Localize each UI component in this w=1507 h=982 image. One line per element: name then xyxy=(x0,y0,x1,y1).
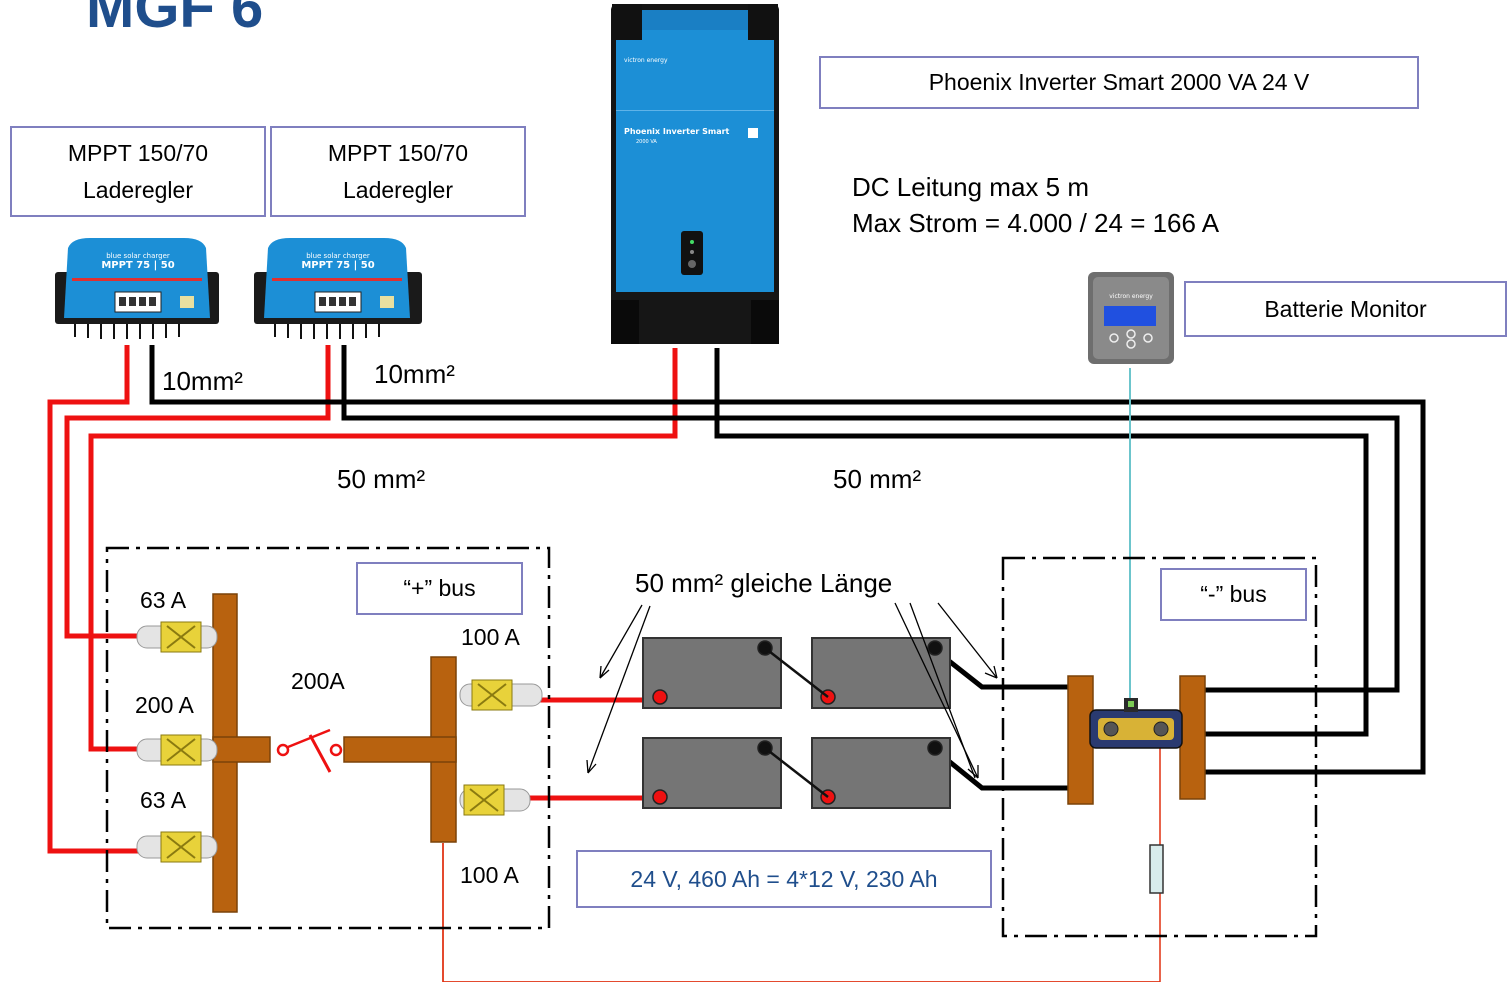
negative-wires xyxy=(149,345,1426,791)
mppt1-label-line1: MPPT 150/70 xyxy=(67,139,209,166)
fuse-label-63a-bottom: 63 A xyxy=(140,787,187,813)
fuses xyxy=(136,621,543,863)
minus-busbars xyxy=(1067,675,1206,805)
shunt xyxy=(1089,698,1183,749)
mppt2-brand-text: blue solar charger xyxy=(306,252,370,260)
series-link-bottom xyxy=(764,747,829,798)
wire-label-10mm-2: 10mm² xyxy=(374,359,455,389)
minus-busbar-left xyxy=(1067,675,1094,805)
wire-inverter-negative xyxy=(714,348,1369,737)
plus-bus-label-box: “+” bus xyxy=(356,562,523,615)
page-title: MGF 6 xyxy=(86,0,264,40)
battery-4 xyxy=(811,737,951,809)
wire-inverter-positive xyxy=(88,348,678,752)
inverter-rating-text: 2000 VA xyxy=(636,139,657,145)
wire-mppt1-negative xyxy=(149,345,1426,775)
batteries xyxy=(642,637,951,809)
series-link-top xyxy=(764,647,829,698)
mppt-controller-1: blue solar charger MPPT 75 | 50 xyxy=(48,232,226,344)
positive-wires xyxy=(47,345,678,854)
max-current-note: Max Strom = 4.000 / 24 = 166 A xyxy=(852,208,1220,238)
wire-label-50mm-right: 50 mm² xyxy=(833,464,922,494)
fuse-label-63a-top: 63 A xyxy=(140,587,187,613)
inverter-brand-text: victron energy xyxy=(624,57,668,64)
inverter-label-box: Phoenix Inverter Smart 2000 VA 24 V xyxy=(819,56,1419,109)
mppt1-label-box: MPPT 150/70 Laderegler xyxy=(10,126,266,217)
busbar-right-horizontal xyxy=(343,736,457,763)
mppt2-label-line1: MPPT 150/70 xyxy=(327,139,469,166)
phoenix-inverter: victron energy Phoenix Inverter Smart 20… xyxy=(611,4,779,344)
battery-monitor-device: victron energy xyxy=(1088,272,1174,364)
dc-line-note: DC Leitung max 5 m xyxy=(852,172,1089,202)
fuse-label-100a-top: 100 A xyxy=(461,624,520,650)
battery-spec-label: 24 V, 460 Ah = 4*12 V, 230 Ah xyxy=(630,865,938,892)
wire-mppt2-positive xyxy=(64,345,331,639)
mppt2-label-box: MPPT 150/70 Laderegler xyxy=(270,126,526,217)
inline-fuse xyxy=(1149,844,1164,894)
battery-spec-box: 24 V, 460 Ah = 4*12 V, 230 Ah xyxy=(576,850,992,908)
inverter-model-text: Phoenix Inverter Smart xyxy=(624,127,730,136)
main-switch xyxy=(276,728,343,773)
battery-monitor-label-box: Batterie Monitor xyxy=(1184,281,1507,337)
battery-1 xyxy=(642,637,782,709)
wire-label-50mm-left: 50 mm² xyxy=(337,464,426,494)
mppt-controller-2: blue solar charger MPPT 75 | 50 xyxy=(246,232,431,344)
annotation-arrows xyxy=(586,602,998,779)
switch-label-200a: 200A xyxy=(291,668,345,694)
battery-wire-note: 50 mm² gleiche Länge xyxy=(635,568,893,598)
plus-bus-label: “+” bus xyxy=(403,575,476,601)
fuse-200a xyxy=(136,734,218,766)
minus-bus-enclosure xyxy=(1001,556,1318,938)
mppt1-label-line2: Laderegler xyxy=(83,176,193,203)
fuse-63a-bottom xyxy=(136,831,218,863)
fuse-label-200a: 200 A xyxy=(135,692,194,718)
mppt2-model-text: MPPT 75 | 50 xyxy=(301,260,374,271)
minus-bus-label: “-” bus xyxy=(1200,581,1267,607)
battery-monitor-label: Batterie Monitor xyxy=(1264,295,1427,322)
wire-mppt1-positive xyxy=(47,345,150,854)
fuse-100a-bottom xyxy=(459,784,531,816)
fuse-63a-top xyxy=(136,621,218,653)
wire-label-10mm-1: 10mm² xyxy=(162,366,243,396)
plus-bus-enclosure xyxy=(105,546,551,930)
minus-bus-label-box: “-” bus xyxy=(1160,568,1307,621)
inverter-label: Phoenix Inverter Smart 2000 VA 24 V xyxy=(928,69,1310,95)
wire-shunt-sense-bottom xyxy=(442,843,1160,982)
busbar-left-horizontal xyxy=(212,736,271,763)
battery-2 xyxy=(811,637,951,709)
wire-mppt2-negative xyxy=(341,345,1400,693)
monitor-brand-text: victron energy xyxy=(1109,293,1153,300)
plus-busbars xyxy=(212,593,457,913)
minus-busbar-right xyxy=(1179,675,1206,800)
fuse-100a-top xyxy=(459,679,543,711)
battery-3 xyxy=(642,737,782,809)
mppt1-model-text: MPPT 75 | 50 xyxy=(101,260,174,271)
fuse-label-100a-bottom: 100 A xyxy=(460,862,519,888)
mppt1-brand-text: blue solar charger xyxy=(106,252,170,260)
mppt2-label-line2: Laderegler xyxy=(343,176,453,203)
